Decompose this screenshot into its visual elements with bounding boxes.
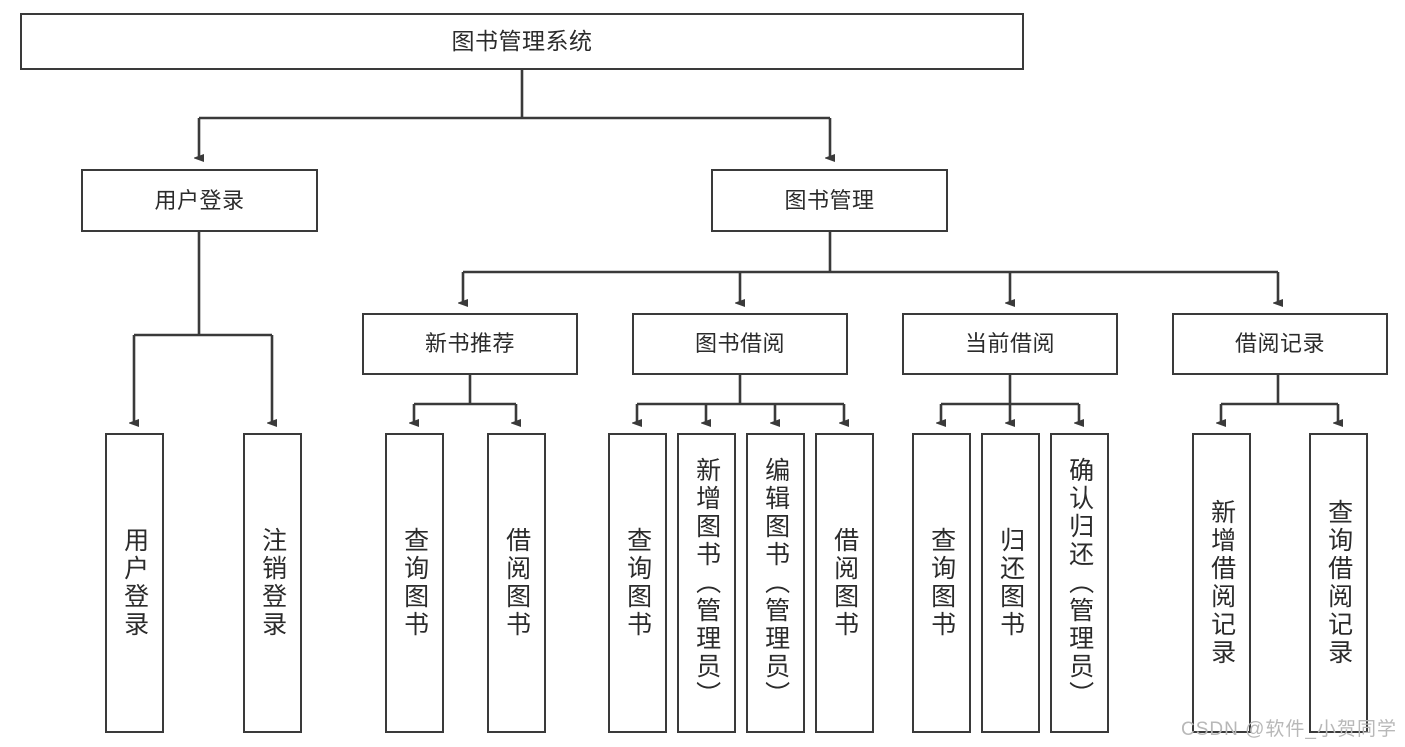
- node-borrow-record[interactable]: 借阅记录: [1172, 313, 1388, 375]
- node-label: 查询图书: [400, 527, 429, 639]
- node-label: 图书管理: [784, 187, 875, 213]
- leaf-book-borrow-borrow[interactable]: 借阅图书: [815, 433, 874, 733]
- node-book-management[interactable]: 图书管理: [711, 169, 948, 232]
- node-current-borrow[interactable]: 当前借阅: [902, 313, 1118, 375]
- node-label: 新书推荐: [424, 331, 515, 357]
- leaf-new-book-query[interactable]: 查询图书: [385, 433, 444, 733]
- node-label: 归还图书: [996, 527, 1025, 639]
- node-label: 借阅图书: [502, 527, 531, 639]
- node-label: 确认归还（管理员）: [1065, 457, 1094, 709]
- node-label: 借阅图书: [830, 527, 859, 639]
- node-label: 图书管理系统: [451, 28, 593, 55]
- watermark-text: CSDN @软件_小贺同学: [1181, 719, 1397, 740]
- node-label: 新增借阅记录: [1207, 499, 1236, 667]
- node-label: 用户登录: [120, 527, 149, 639]
- leaf-current-borrow-return[interactable]: 归还图书: [981, 433, 1040, 733]
- node-label: 当前借阅: [964, 331, 1055, 357]
- node-label: 图书借阅: [694, 331, 785, 357]
- node-label: 查询借阅记录: [1324, 499, 1353, 667]
- node-label: 注销登录: [258, 527, 287, 639]
- node-root-system[interactable]: 图书管理系统: [20, 13, 1024, 70]
- node-label: 查询图书: [623, 527, 652, 639]
- leaf-new-book-borrow[interactable]: 借阅图书: [487, 433, 546, 733]
- leaf-current-borrow-query[interactable]: 查询图书: [912, 433, 971, 733]
- leaf-book-borrow-add[interactable]: 新增图书（管理员）: [677, 433, 736, 733]
- leaf-current-borrow-confirm-return[interactable]: 确认归还（管理员）: [1050, 433, 1109, 733]
- leaf-user-login-login[interactable]: 用户登录: [105, 433, 164, 733]
- node-book-borrow[interactable]: 图书借阅: [632, 313, 848, 375]
- node-label: 用户登录: [154, 187, 245, 213]
- node-label: 借阅记录: [1234, 331, 1325, 357]
- node-label: 编辑图书（管理员）: [761, 457, 790, 709]
- leaf-book-borrow-edit[interactable]: 编辑图书（管理员）: [746, 433, 805, 733]
- node-label: 查询图书: [927, 527, 956, 639]
- node-user-login[interactable]: 用户登录: [81, 169, 318, 232]
- leaf-book-borrow-query[interactable]: 查询图书: [608, 433, 667, 733]
- node-label: 新增图书（管理员）: [692, 457, 721, 709]
- leaf-borrow-record-query[interactable]: 查询借阅记录: [1309, 433, 1368, 733]
- node-new-book-recommend[interactable]: 新书推荐: [362, 313, 578, 375]
- leaf-user-login-logout[interactable]: 注销登录: [243, 433, 302, 733]
- leaf-borrow-record-add[interactable]: 新增借阅记录: [1192, 433, 1251, 733]
